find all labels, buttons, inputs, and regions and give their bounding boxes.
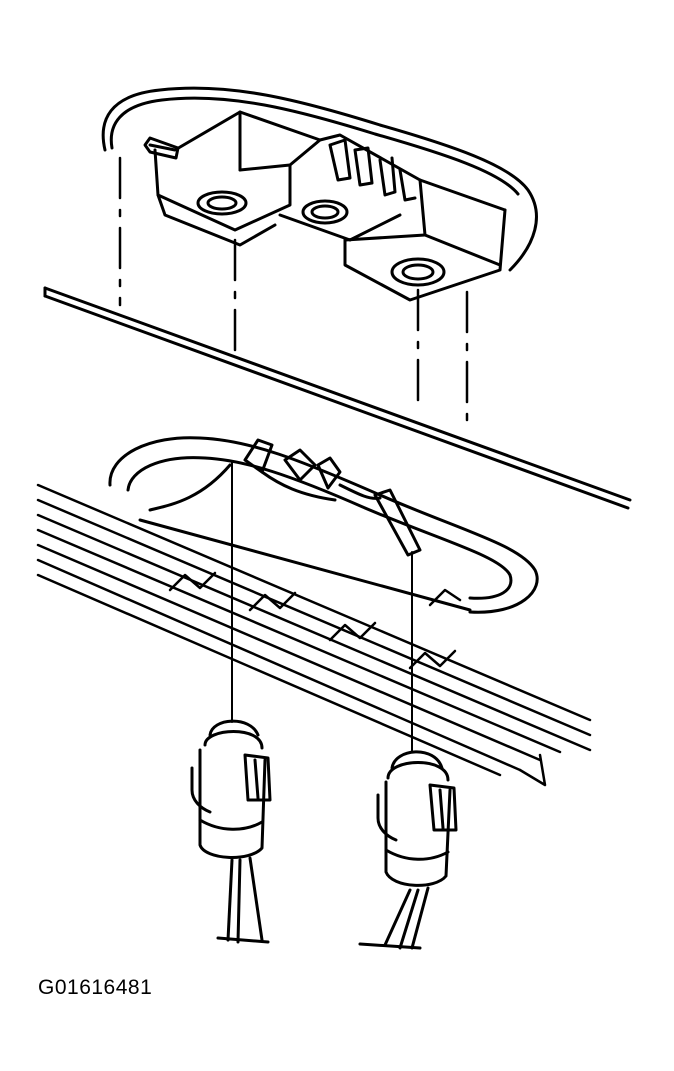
bulb-socket-right <box>358 750 458 950</box>
lamp-housing <box>101 86 538 302</box>
socket-hole-left <box>196 190 248 216</box>
figure-id-label: G01616481 <box>38 976 153 999</box>
roof-panel <box>43 286 632 510</box>
headliner-panel <box>36 483 592 787</box>
harness-connectors <box>243 438 422 557</box>
bulb-socket-left <box>190 719 272 944</box>
alignment-lines <box>118 156 469 427</box>
socket-hole-right <box>390 257 446 287</box>
socket-hole-center <box>301 199 349 225</box>
leader-lines <box>231 461 413 753</box>
